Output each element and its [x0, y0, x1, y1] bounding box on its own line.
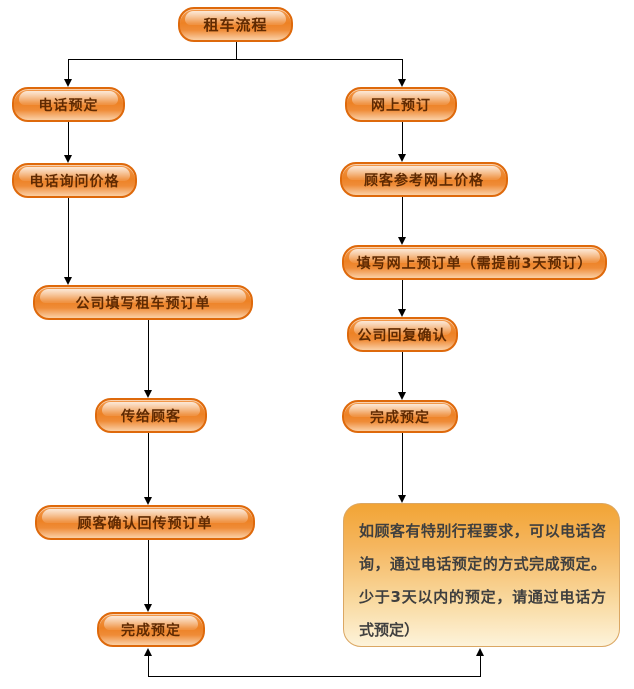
arrowhead-bottom-left-up [144, 648, 152, 656]
node-phone-price-inquiry: 电话询问价格 [12, 163, 137, 198]
node-label: 完成预定 [370, 409, 430, 426]
node-customer-confirm-return-form: 顾客确认回传预订单 [35, 505, 255, 540]
connector-left-1 [68, 122, 69, 155]
arrowhead-right-5 [398, 495, 406, 503]
connector-bottom-left-riser [148, 656, 149, 676]
arrowhead-to-phone-booking [64, 79, 72, 87]
node-label: 填写网上预订单（需提前3天预订） [356, 255, 593, 272]
connector-bottom-right-riser [480, 656, 481, 676]
node-root-rental-process: 租车流程 [178, 7, 293, 42]
arrowhead-right-4 [398, 392, 406, 400]
node-left-complete-booking: 完成预定 [97, 612, 205, 647]
connector-left-3 [148, 320, 149, 390]
arrowhead-left-3 [144, 390, 152, 398]
arrowhead-right-1 [398, 154, 406, 162]
note-text: 如顾客有特别行程要求，可以电话咨询，通过电话预定的方式完成预定。少于3天以内的预… [359, 522, 606, 639]
node-label: 顾客确认回传预订单 [77, 515, 213, 532]
node-customer-check-online-price: 顾客参考网上价格 [340, 162, 508, 197]
arrowhead-to-online-booking [398, 79, 406, 87]
node-company-fill-booking-form: 公司填写租车预订单 [33, 285, 253, 320]
node-label: 电话询问价格 [29, 173, 120, 190]
connector-left-2 [68, 198, 69, 277]
connector-left-5 [148, 540, 149, 604]
node-label: 网上预订 [371, 97, 431, 114]
connector-split-bar [68, 59, 402, 60]
connector-right-3 [402, 280, 403, 309]
connector-bottom-bar [148, 676, 481, 677]
connector-left-4 [148, 433, 149, 497]
node-label: 公司填写租车预订单 [75, 295, 211, 312]
node-label: 电话预定 [38, 97, 99, 114]
node-label: 租车流程 [203, 16, 268, 34]
node-label: 完成预定 [121, 622, 181, 639]
node-label: 顾客参考网上价格 [364, 172, 484, 189]
node-send-to-customer: 传给顾客 [95, 398, 207, 433]
note-phone-booking-advice: 如顾客有特别行程要求，可以电话咨询，通过电话预定的方式完成预定。少于3天以内的预… [343, 503, 620, 647]
node-right-complete-booking: 完成预定 [342, 400, 458, 433]
arrowhead-right-2 [398, 237, 406, 245]
arrowhead-right-3 [398, 309, 406, 317]
connector-right-2 [402, 197, 403, 237]
connector-right-1 [402, 122, 403, 154]
arrowhead-left-4 [144, 497, 152, 505]
node-label: 传给顾客 [121, 408, 181, 425]
connector-split-left-drop [68, 59, 69, 79]
arrowhead-bottom-right-up [476, 648, 484, 656]
connector-right-5 [402, 433, 403, 495]
arrowhead-left-1 [64, 155, 72, 163]
connector-right-4 [402, 352, 403, 392]
node-fill-online-booking-form: 填写网上预订单（需提前3天预订） [342, 245, 607, 280]
node-label: 公司回复确认 [357, 327, 448, 344]
connector-split-right-drop [402, 59, 403, 79]
node-phone-booking: 电话预定 [12, 87, 125, 122]
node-company-reply-confirm: 公司回复确认 [347, 317, 458, 352]
node-online-booking: 网上预订 [345, 87, 457, 122]
arrowhead-left-2 [64, 277, 72, 285]
arrowhead-left-5 [144, 604, 152, 612]
connector-root-stem [236, 42, 237, 59]
